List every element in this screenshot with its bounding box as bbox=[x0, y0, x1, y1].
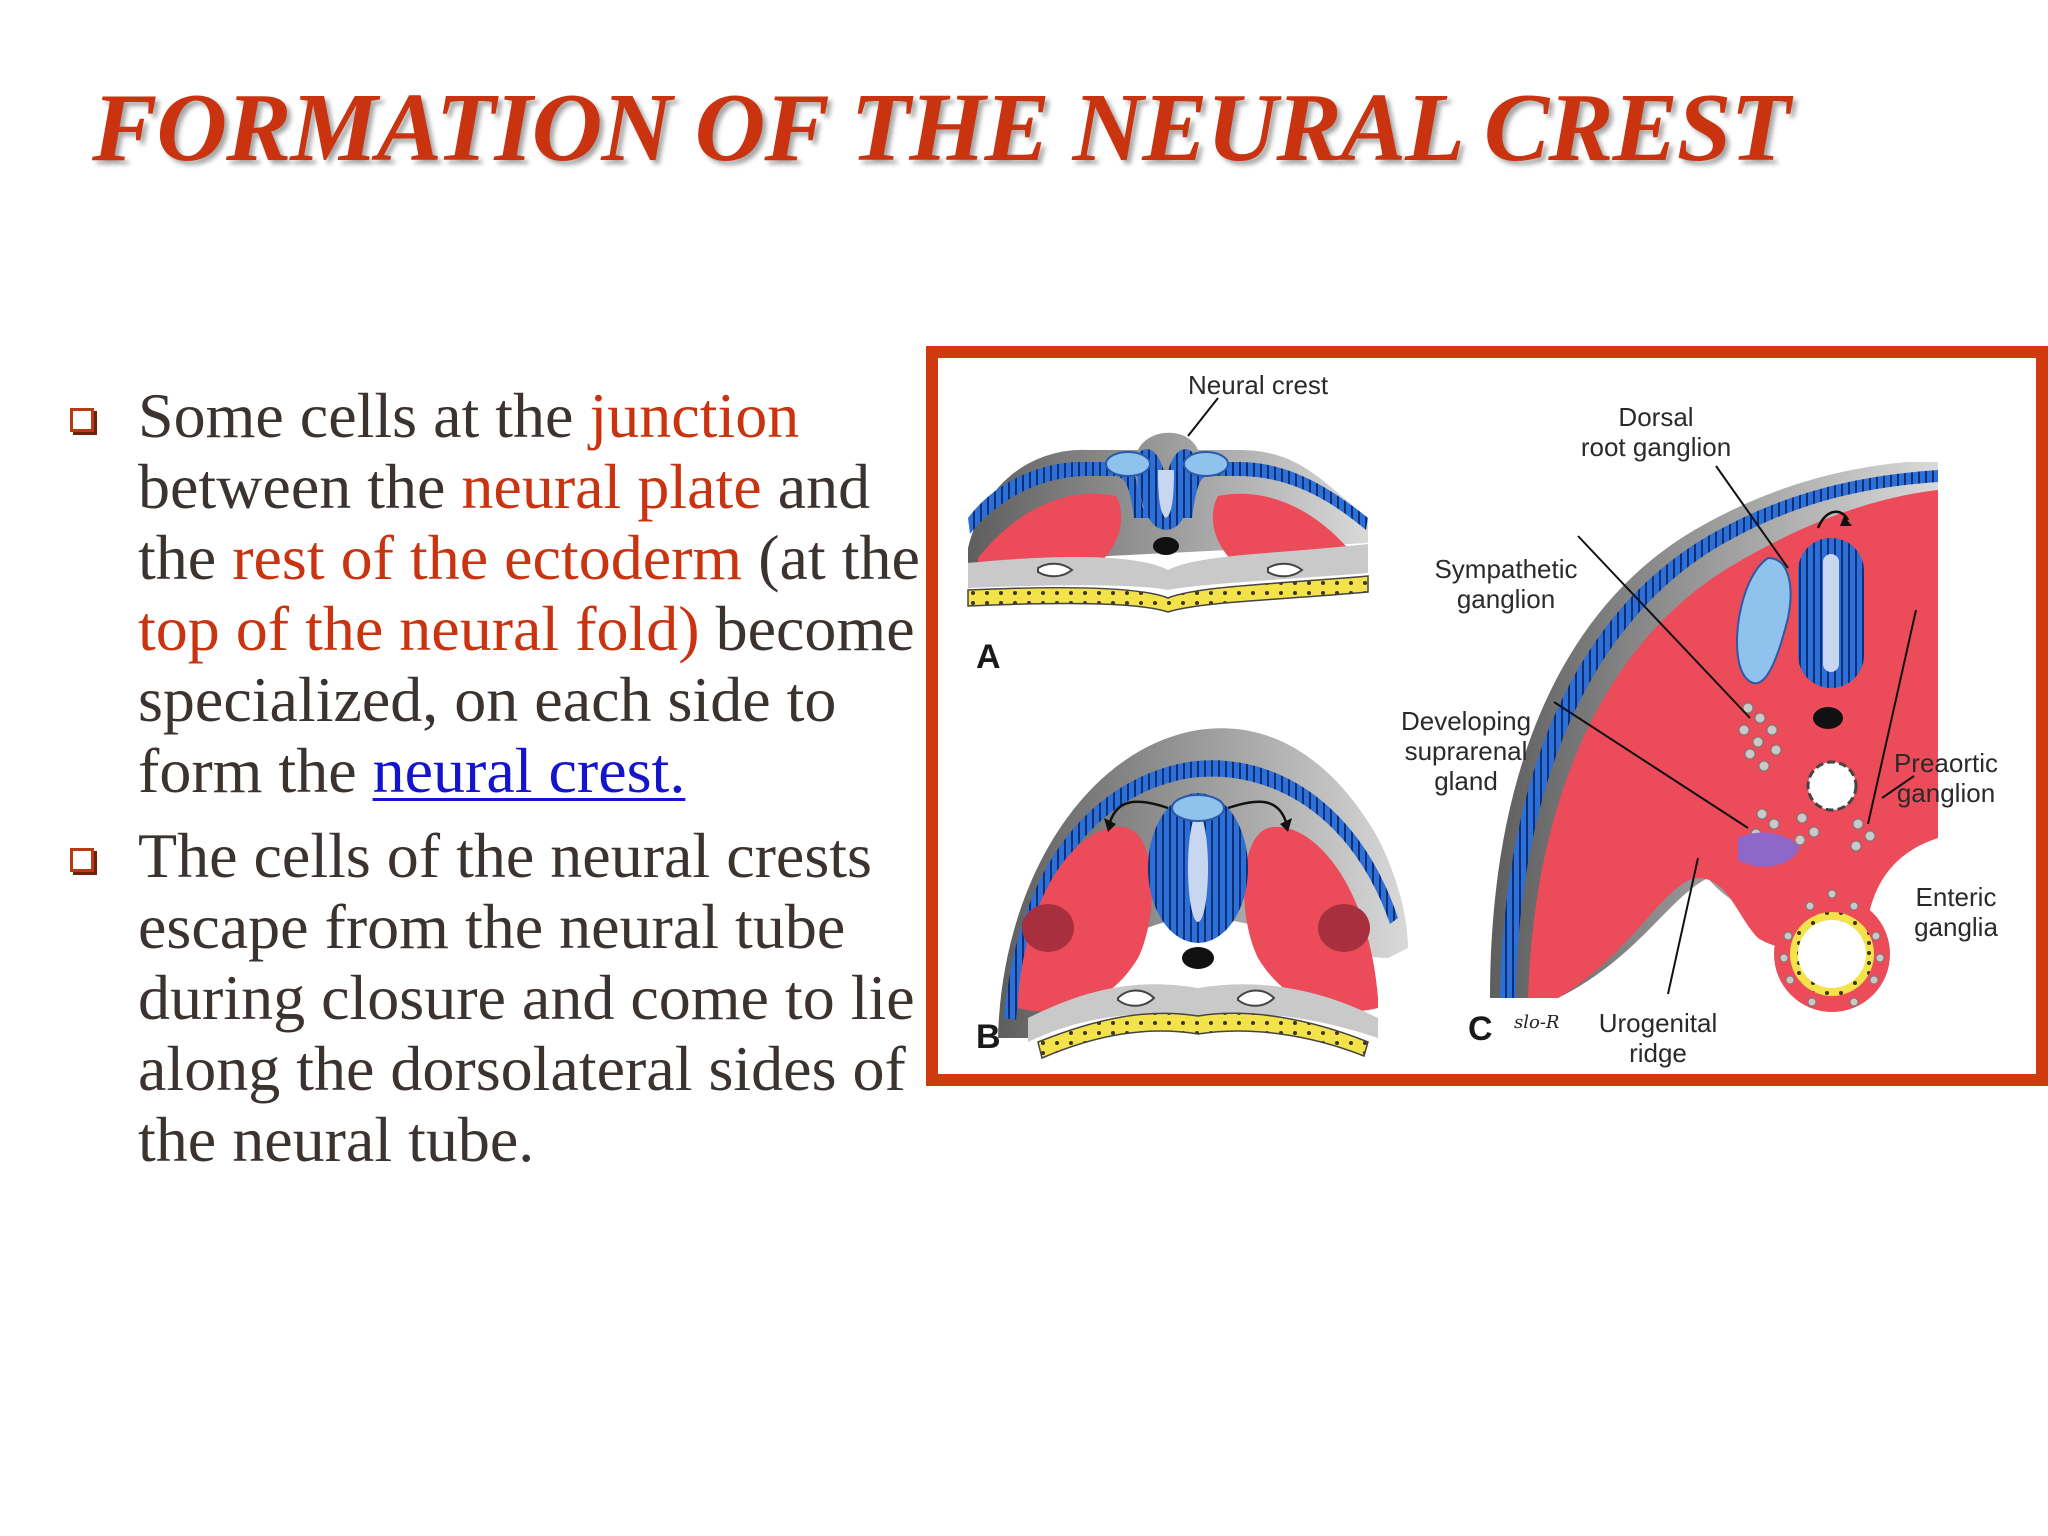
label-suprarenal-gland-3: gland bbox=[1434, 766, 1498, 796]
label-neural-crest: Neural crest bbox=[1188, 370, 1329, 400]
bullet-list: Some cells at the junction between the n… bbox=[62, 380, 922, 1175]
highlight-top-of-neural-fold: top of the neural fold) bbox=[138, 593, 700, 664]
bullet-text-1: Some cells at the junction between the n… bbox=[138, 380, 922, 806]
text-segment: (at the bbox=[742, 522, 920, 593]
checkbox-bullet-icon bbox=[70, 848, 94, 872]
highlight-rest-of-ectoderm: rest of the ectoderm bbox=[232, 522, 743, 593]
bullet-item-1: Some cells at the junction between the n… bbox=[62, 380, 922, 806]
text-segment: Some cells at the bbox=[138, 380, 590, 451]
panel-a-diagram: A bbox=[967, 397, 1369, 676]
panel-a-letter: A bbox=[976, 638, 1001, 676]
highlight-junction: junction bbox=[589, 380, 800, 451]
label-dorsal-root-ganglion-2: root ganglion bbox=[1581, 432, 1731, 462]
label-suprarenal-gland-1: Developing bbox=[1401, 706, 1531, 736]
panel-b-diagram: B bbox=[976, 728, 1408, 1060]
label-preaortic-ganglion-2: ganglion bbox=[1897, 778, 1995, 808]
illustrator-signature: slo-R bbox=[1514, 1012, 1559, 1033]
highlight-neural-plate: neural plate bbox=[461, 451, 762, 522]
slide-title: FORMATION OF THE NEURAL CREST bbox=[92, 74, 1790, 182]
label-enteric-ganglia-1: Enteric bbox=[1916, 882, 1997, 912]
neural-crest-figure: A B bbox=[926, 346, 2048, 1086]
neural-crest-link[interactable]: neural crest. bbox=[372, 735, 686, 806]
bullet-text-2: The cells of the neural crests escape fr… bbox=[138, 820, 922, 1175]
panel-b-letter: B bbox=[976, 1018, 1001, 1056]
label-urogenital-ridge-2: ridge bbox=[1629, 1038, 1687, 1068]
label-sympathetic-ganglion-2: ganglion bbox=[1457, 584, 1555, 614]
label-preaortic-ganglion-1: Preaortic bbox=[1894, 748, 1998, 778]
text-segment: become specialized, on each side to form… bbox=[138, 593, 915, 806]
text-segment: between the bbox=[138, 451, 462, 522]
panel-c-letter: C bbox=[1468, 1010, 1493, 1048]
bullet-item-2: The cells of the neural crests escape fr… bbox=[62, 820, 922, 1175]
text-segment: and the bbox=[138, 451, 871, 593]
label-urogenital-ridge-1: Urogenital bbox=[1599, 1008, 1718, 1038]
label-dorsal-root-ganglion-1: Dorsal bbox=[1618, 402, 1693, 432]
label-suprarenal-gland-2: suprarenal bbox=[1405, 736, 1528, 766]
label-enteric-ganglia-2: ganglia bbox=[1914, 912, 1998, 942]
panel-c-diagram: Neural crest Dorsal root ganglion Sympat… bbox=[1188, 370, 1998, 1068]
neural-crest-diagram: A B bbox=[967, 370, 1998, 1068]
checkbox-bullet-icon bbox=[70, 408, 94, 432]
text-segment: The cells of the neural crests escape fr… bbox=[138, 820, 915, 1175]
label-sympathetic-ganglion-1: Sympathetic bbox=[1434, 554, 1577, 584]
